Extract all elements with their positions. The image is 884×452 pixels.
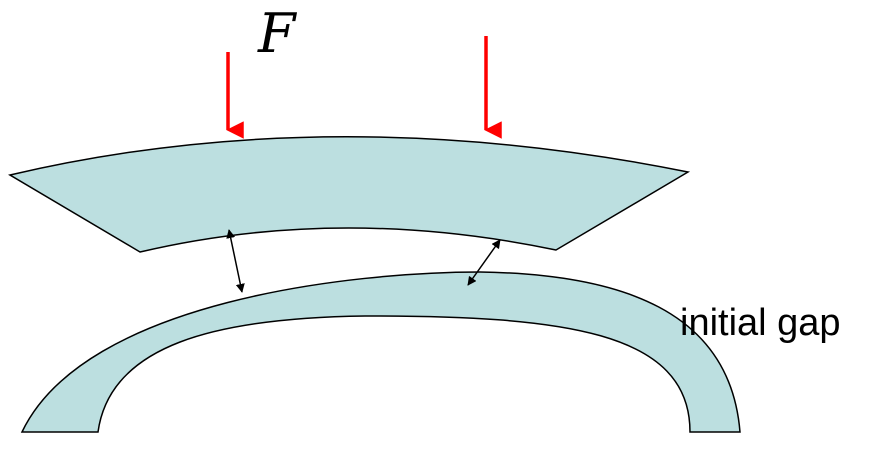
gap-arrow-left (226, 229, 245, 293)
force-label: F (257, 2, 298, 65)
upper-contact-body (8, 135, 691, 253)
gap-label: initial gap (680, 302, 841, 344)
gap-arrow-right (467, 239, 501, 286)
lower-arch-body (20, 271, 741, 433)
